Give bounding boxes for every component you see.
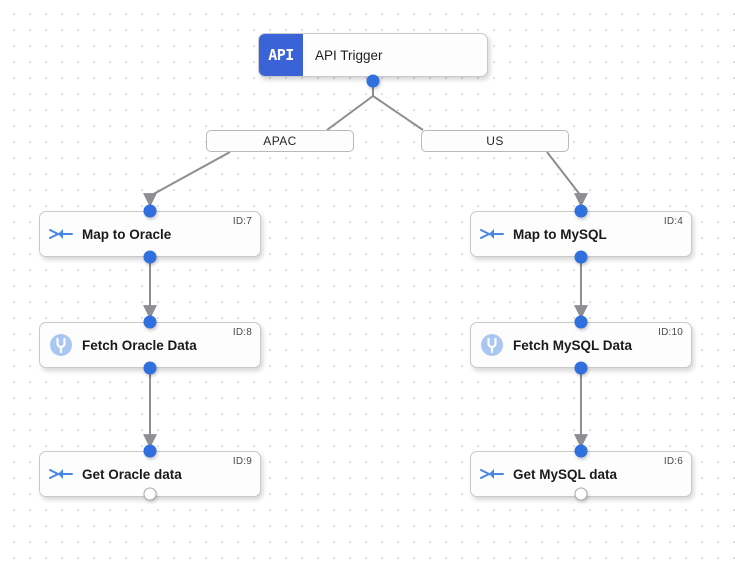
node-title: Map to Oracle: [82, 226, 172, 242]
api-trigger-label: API Trigger: [315, 47, 383, 63]
port-map-to-mysql-out[interactable]: [574, 250, 588, 264]
node-title: Fetch Oracle Data: [82, 337, 197, 353]
node-id-label: ID:7: [232, 216, 252, 227]
port-get-oracle-data-out[interactable]: [143, 487, 157, 501]
port-get-mysql-data-out[interactable]: [574, 487, 588, 501]
port-map-to-mysql-in[interactable]: [574, 204, 588, 218]
port-fetch-mysql-data-out[interactable]: [574, 361, 588, 375]
branch-label-apac[interactable]: APAC: [206, 130, 354, 152]
node-title: Fetch MySQL Data: [513, 337, 633, 353]
node-id-label: ID:9: [232, 456, 252, 467]
merge-arrows-icon: [40, 226, 82, 242]
api-badge-icon: API: [259, 34, 303, 76]
port-fetch-mysql-data-in[interactable]: [574, 315, 588, 329]
plug-circle-icon: [40, 332, 82, 358]
node-fetch-mysql-data[interactable]: Fetch MySQL Data ID:10: [470, 322, 692, 368]
port-get-mysql-data-in[interactable]: [574, 444, 588, 458]
plug-circle-icon: [471, 332, 513, 358]
port-get-oracle-data-in[interactable]: [143, 444, 157, 458]
edge-apac-to-map-oracle: [143, 151, 231, 208]
port-fetch-oracle-data-in[interactable]: [143, 315, 157, 329]
edge-trigger-to-us: [372, 95, 424, 131]
node-id-label: ID:4: [663, 216, 683, 227]
merge-arrows-icon: [471, 466, 513, 482]
port-map-to-oracle-in[interactable]: [143, 204, 157, 218]
node-id-label: ID:8: [232, 327, 252, 338]
node-id-label: ID:10: [658, 327, 683, 338]
node-title: Get MySQL data: [513, 466, 618, 482]
node-map-to-mysql[interactable]: Map to MySQL ID:4: [470, 211, 692, 257]
merge-arrows-icon: [471, 226, 513, 242]
edge-trigger-to-apac: [326, 95, 374, 131]
node-id-label: ID:6: [663, 456, 683, 467]
node-title: Map to MySQL: [513, 226, 607, 242]
node-api-trigger[interactable]: API API Trigger: [258, 33, 488, 77]
edge-us-to-map-mysql: [546, 151, 588, 208]
branch-label-us[interactable]: US: [421, 130, 569, 152]
port-map-to-oracle-out[interactable]: [143, 250, 157, 264]
merge-arrows-icon: [40, 466, 82, 482]
node-fetch-oracle-data[interactable]: Fetch Oracle Data ID:8: [39, 322, 261, 368]
port-fetch-oracle-data-out[interactable]: [143, 361, 157, 375]
port-trigger-out[interactable]: [366, 74, 380, 88]
node-title: Get Oracle data: [82, 466, 182, 482]
